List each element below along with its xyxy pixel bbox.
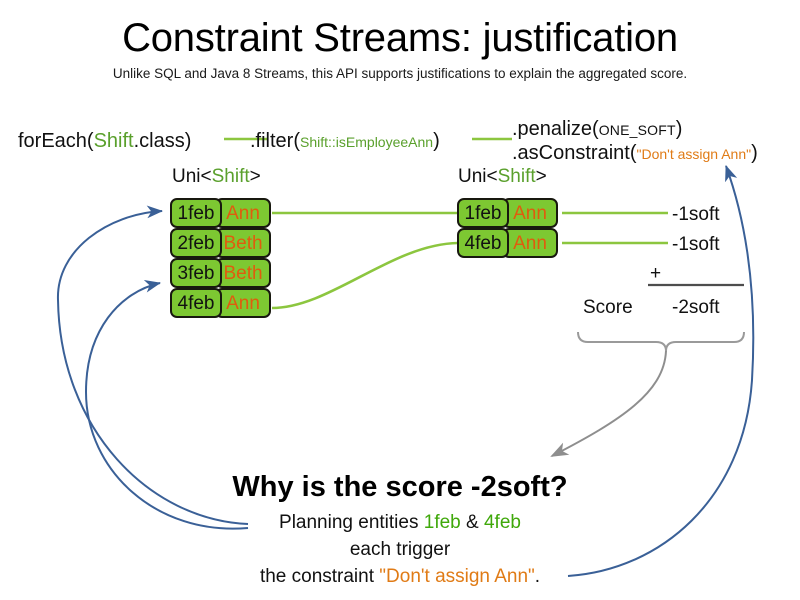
explanation-entity-1feb: 1feb <box>423 512 461 533</box>
code-foreach-type: Shift <box>93 130 134 152</box>
explanation-line1-amp: & <box>460 512 484 533</box>
table-row[interactable]: 1feb Ann <box>457 198 558 228</box>
explanation-line3-suffix: . <box>534 566 541 587</box>
code-penalize-suffix: ) <box>675 118 683 140</box>
score-brace <box>577 331 745 352</box>
code-asconstraint-suffix: ) <box>751 142 758 164</box>
code-foreach: forEach(Shift.class) <box>18 130 191 153</box>
penalty-value-1: -1soft <box>672 204 720 225</box>
explanation-line-2: each trigger <box>349 539 451 560</box>
code-penalize-constant: ONE_SOFT <box>598 122 676 138</box>
table-row[interactable]: 2feb Beth <box>170 228 271 258</box>
stream-caption-right: Uni<Shift> <box>458 166 547 188</box>
code-filter-suffix: ) <box>433 130 440 152</box>
code-asconstraint: .asConstraint("Don't assign Ann") <box>512 142 758 165</box>
shift-date: 1feb <box>170 198 222 228</box>
shift-date: 1feb <box>457 198 509 228</box>
shift-employee: Beth <box>215 258 271 288</box>
stream-caption-left: Uni<Shift> <box>172 166 261 188</box>
shift-date: 4feb <box>457 228 509 258</box>
code-asconstraint-prefix: .asConstraint( <box>512 142 637 164</box>
shift-employee: Beth <box>215 228 271 258</box>
code-penalize: .penalize(ONE_SOFT) <box>512 118 682 141</box>
uni-right-prefix: Uni< <box>458 166 498 187</box>
shift-employee: Ann <box>215 198 271 228</box>
shift-date: 4feb <box>170 288 222 318</box>
table-row[interactable]: 1feb Ann <box>170 198 271 228</box>
shift-employee: Ann <box>502 228 558 258</box>
table-row[interactable]: 4feb Ann <box>170 288 271 318</box>
uni-left-prefix: Uni< <box>172 166 212 187</box>
link-4feb <box>271 241 459 310</box>
explanation-line3-prefix: the constraint <box>259 566 380 587</box>
page-title: Constraint Streams: justification <box>122 16 678 60</box>
shift-date: 3feb <box>170 258 222 288</box>
code-filter-prefix: .filter( <box>250 130 300 152</box>
table-row[interactable]: 3feb Beth <box>170 258 271 288</box>
explanation-entity-4feb: 4feb <box>483 512 521 533</box>
explanation-line-3: the constraint "Don't assign Ann". <box>0 566 800 588</box>
page-subtitle: Unlike SQL and Java 8 Streams, this API … <box>112 66 688 81</box>
explanation-heading: Why is the score -2soft? <box>232 471 568 503</box>
penalty-value-2: -1soft <box>672 234 720 255</box>
explanation-line1-prefix: Planning entities <box>279 512 424 533</box>
explanation-line-1: Planning entities 1feb & 4feb <box>0 512 800 534</box>
uni-right-suffix: > <box>535 166 547 187</box>
code-asconstraint-string: "Don't assign Ann" <box>636 146 752 162</box>
uni-right-type: Shift <box>497 166 536 187</box>
shift-employee: Ann <box>215 288 271 318</box>
shift-date: 2feb <box>170 228 222 258</box>
uni-left-suffix: > <box>249 166 261 187</box>
score-label: Score <box>583 297 633 318</box>
score-total: -2soft <box>672 297 720 318</box>
code-penalize-prefix: .penalize( <box>512 118 599 140</box>
table-row[interactable]: 4feb Ann <box>457 228 558 258</box>
code-filter: .filter(Shift::isEmployeeAnn) <box>250 130 440 153</box>
sum-operator: + <box>650 263 662 284</box>
code-foreach-prefix: forEach( <box>18 130 94 152</box>
explanation-constraint-name: "Don't assign Ann" <box>379 566 535 587</box>
code-foreach-suffix: .class) <box>133 130 192 152</box>
score-explain-arrow <box>550 350 667 457</box>
shift-employee: Ann <box>502 198 558 228</box>
uni-left-type: Shift <box>211 166 250 187</box>
code-filter-methodref: Shift::isEmployeeAnn <box>300 134 434 150</box>
